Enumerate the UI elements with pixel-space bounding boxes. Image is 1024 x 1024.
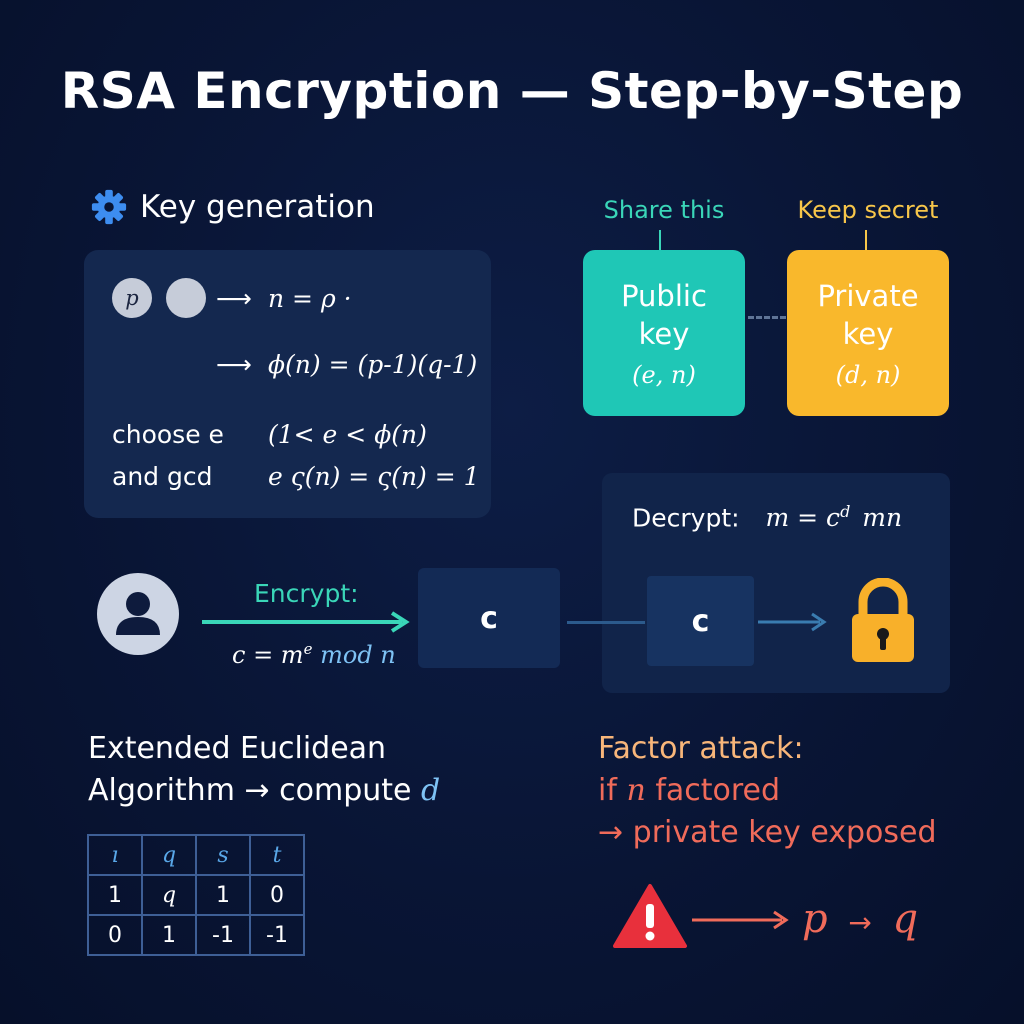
table-header-row: ı q s t [87, 834, 305, 876]
private-key-tag-connector [865, 230, 867, 250]
user-avatar-icon [97, 573, 179, 655]
totient-equation: ϕ(n) = (p-1)(q-1) [268, 350, 478, 379]
factor-attack-text: Factor attack: if n factored → private k… [598, 728, 937, 854]
euclid-heading: Extended Euclidean Algorithm → compute d [88, 728, 440, 812]
encrypt-formula: c = me mod n [232, 640, 396, 669]
factor-result-p: p [802, 896, 828, 942]
table-cell: -1 [249, 914, 305, 956]
choose-e-label: choose e [112, 420, 224, 449]
key-generation-heading: Key generation [90, 188, 375, 226]
table-cell: q [141, 874, 197, 916]
encrypt-formula-lhs: c = m [232, 641, 304, 669]
decrypt-formula-rhs: mn [862, 503, 903, 533]
factor-attack-condition: if n factored [598, 770, 937, 812]
arrow-phi: ⟶ [216, 350, 252, 379]
factor-attack-condition-prefix: if [598, 773, 617, 808]
encrypt-formula-rhs: mod n [320, 641, 396, 669]
attack-arrow [692, 910, 789, 930]
factor-result-arrow: → [848, 906, 872, 939]
factor-attack-condition-var: n [626, 773, 646, 808]
table-cell: 1 [141, 914, 197, 956]
ciphertext-box-2: c [647, 576, 754, 666]
euclid-table: ı q s t 1 q 1 0 0 1 -1 -1 [87, 834, 305, 956]
euclid-heading-line1: Extended Euclidean [88, 731, 387, 766]
table-row: 1 q 1 0 [87, 874, 305, 916]
factor-result-q: q [892, 896, 919, 942]
ciphertext-connector [567, 621, 645, 624]
arrow-n: ⟶ [216, 284, 252, 313]
private-key-pair: (d, n) [835, 361, 901, 389]
euclid-heading-line2-text: Algorithm → compute [88, 773, 412, 808]
encrypt-arrow [202, 611, 410, 633]
table-header-cell: s [195, 834, 251, 876]
public-key-box: Public key (e, n) [583, 250, 745, 416]
factor-attack-consequence: → private key exposed [598, 815, 937, 850]
encrypt-label: Encrypt: [254, 579, 359, 608]
table-row: 0 1 -1 -1 [87, 914, 305, 956]
gcd-condition: e ς(n) = ς(n) = 1 [268, 462, 480, 491]
private-key-title-line2: key [842, 317, 894, 351]
factor-result: p → q [802, 896, 918, 942]
table-cell: 1 [87, 874, 143, 916]
choose-e-condition: (1< e < ϕ(n) [268, 420, 427, 449]
warning-triangle-icon [613, 884, 687, 948]
table-header-cell: q [141, 834, 197, 876]
table-cell: 0 [87, 914, 143, 956]
decrypt-arrow [758, 612, 827, 632]
page-title: RSA Encryption — Step-by-Step [60, 62, 964, 120]
public-key-pair: (e, n) [632, 361, 696, 389]
prime-q-circle [166, 278, 206, 318]
decrypt-label: Decrypt: [632, 503, 740, 533]
public-key-tag-connector [659, 230, 661, 250]
public-key-title-line2: key [638, 317, 690, 351]
factor-attack-condition-suffix: factored [655, 773, 781, 808]
private-key-title-line1: Private [817, 279, 919, 313]
euclid-heading-line2: Algorithm → compute d [88, 770, 440, 812]
table-cell: -1 [195, 914, 251, 956]
prime-p-circle: p [112, 278, 152, 318]
table-header-cell: ı [87, 834, 143, 876]
padlock-icon [852, 578, 914, 662]
table-header-cell: t [249, 834, 305, 876]
modulus-equation: n = ρ · [268, 284, 352, 313]
decrypt-formula: Decrypt: m = cd mn [632, 502, 902, 532]
public-key-title-line1: Public [621, 279, 707, 313]
decrypt-formula-lhs: m = c [765, 503, 841, 533]
decrypt-formula-exponent: d [840, 502, 851, 521]
gear-icon [91, 189, 127, 225]
key-pair-connector [748, 316, 786, 319]
ciphertext-box-1: c [418, 568, 560, 668]
private-key-tag: Keep secret [797, 196, 939, 224]
gcd-label: and gcd [112, 462, 213, 491]
euclid-heading-line2-var: d [421, 773, 441, 808]
key-generation-heading-label: Key generation [140, 189, 375, 225]
public-key-tag: Share this [603, 196, 725, 224]
factor-attack-heading: Factor attack: [598, 731, 804, 766]
table-cell: 0 [249, 874, 305, 916]
table-cell: 1 [195, 874, 251, 916]
encrypt-formula-exponent: e [303, 640, 313, 658]
private-key-box: Private key (d, n) [787, 250, 949, 416]
